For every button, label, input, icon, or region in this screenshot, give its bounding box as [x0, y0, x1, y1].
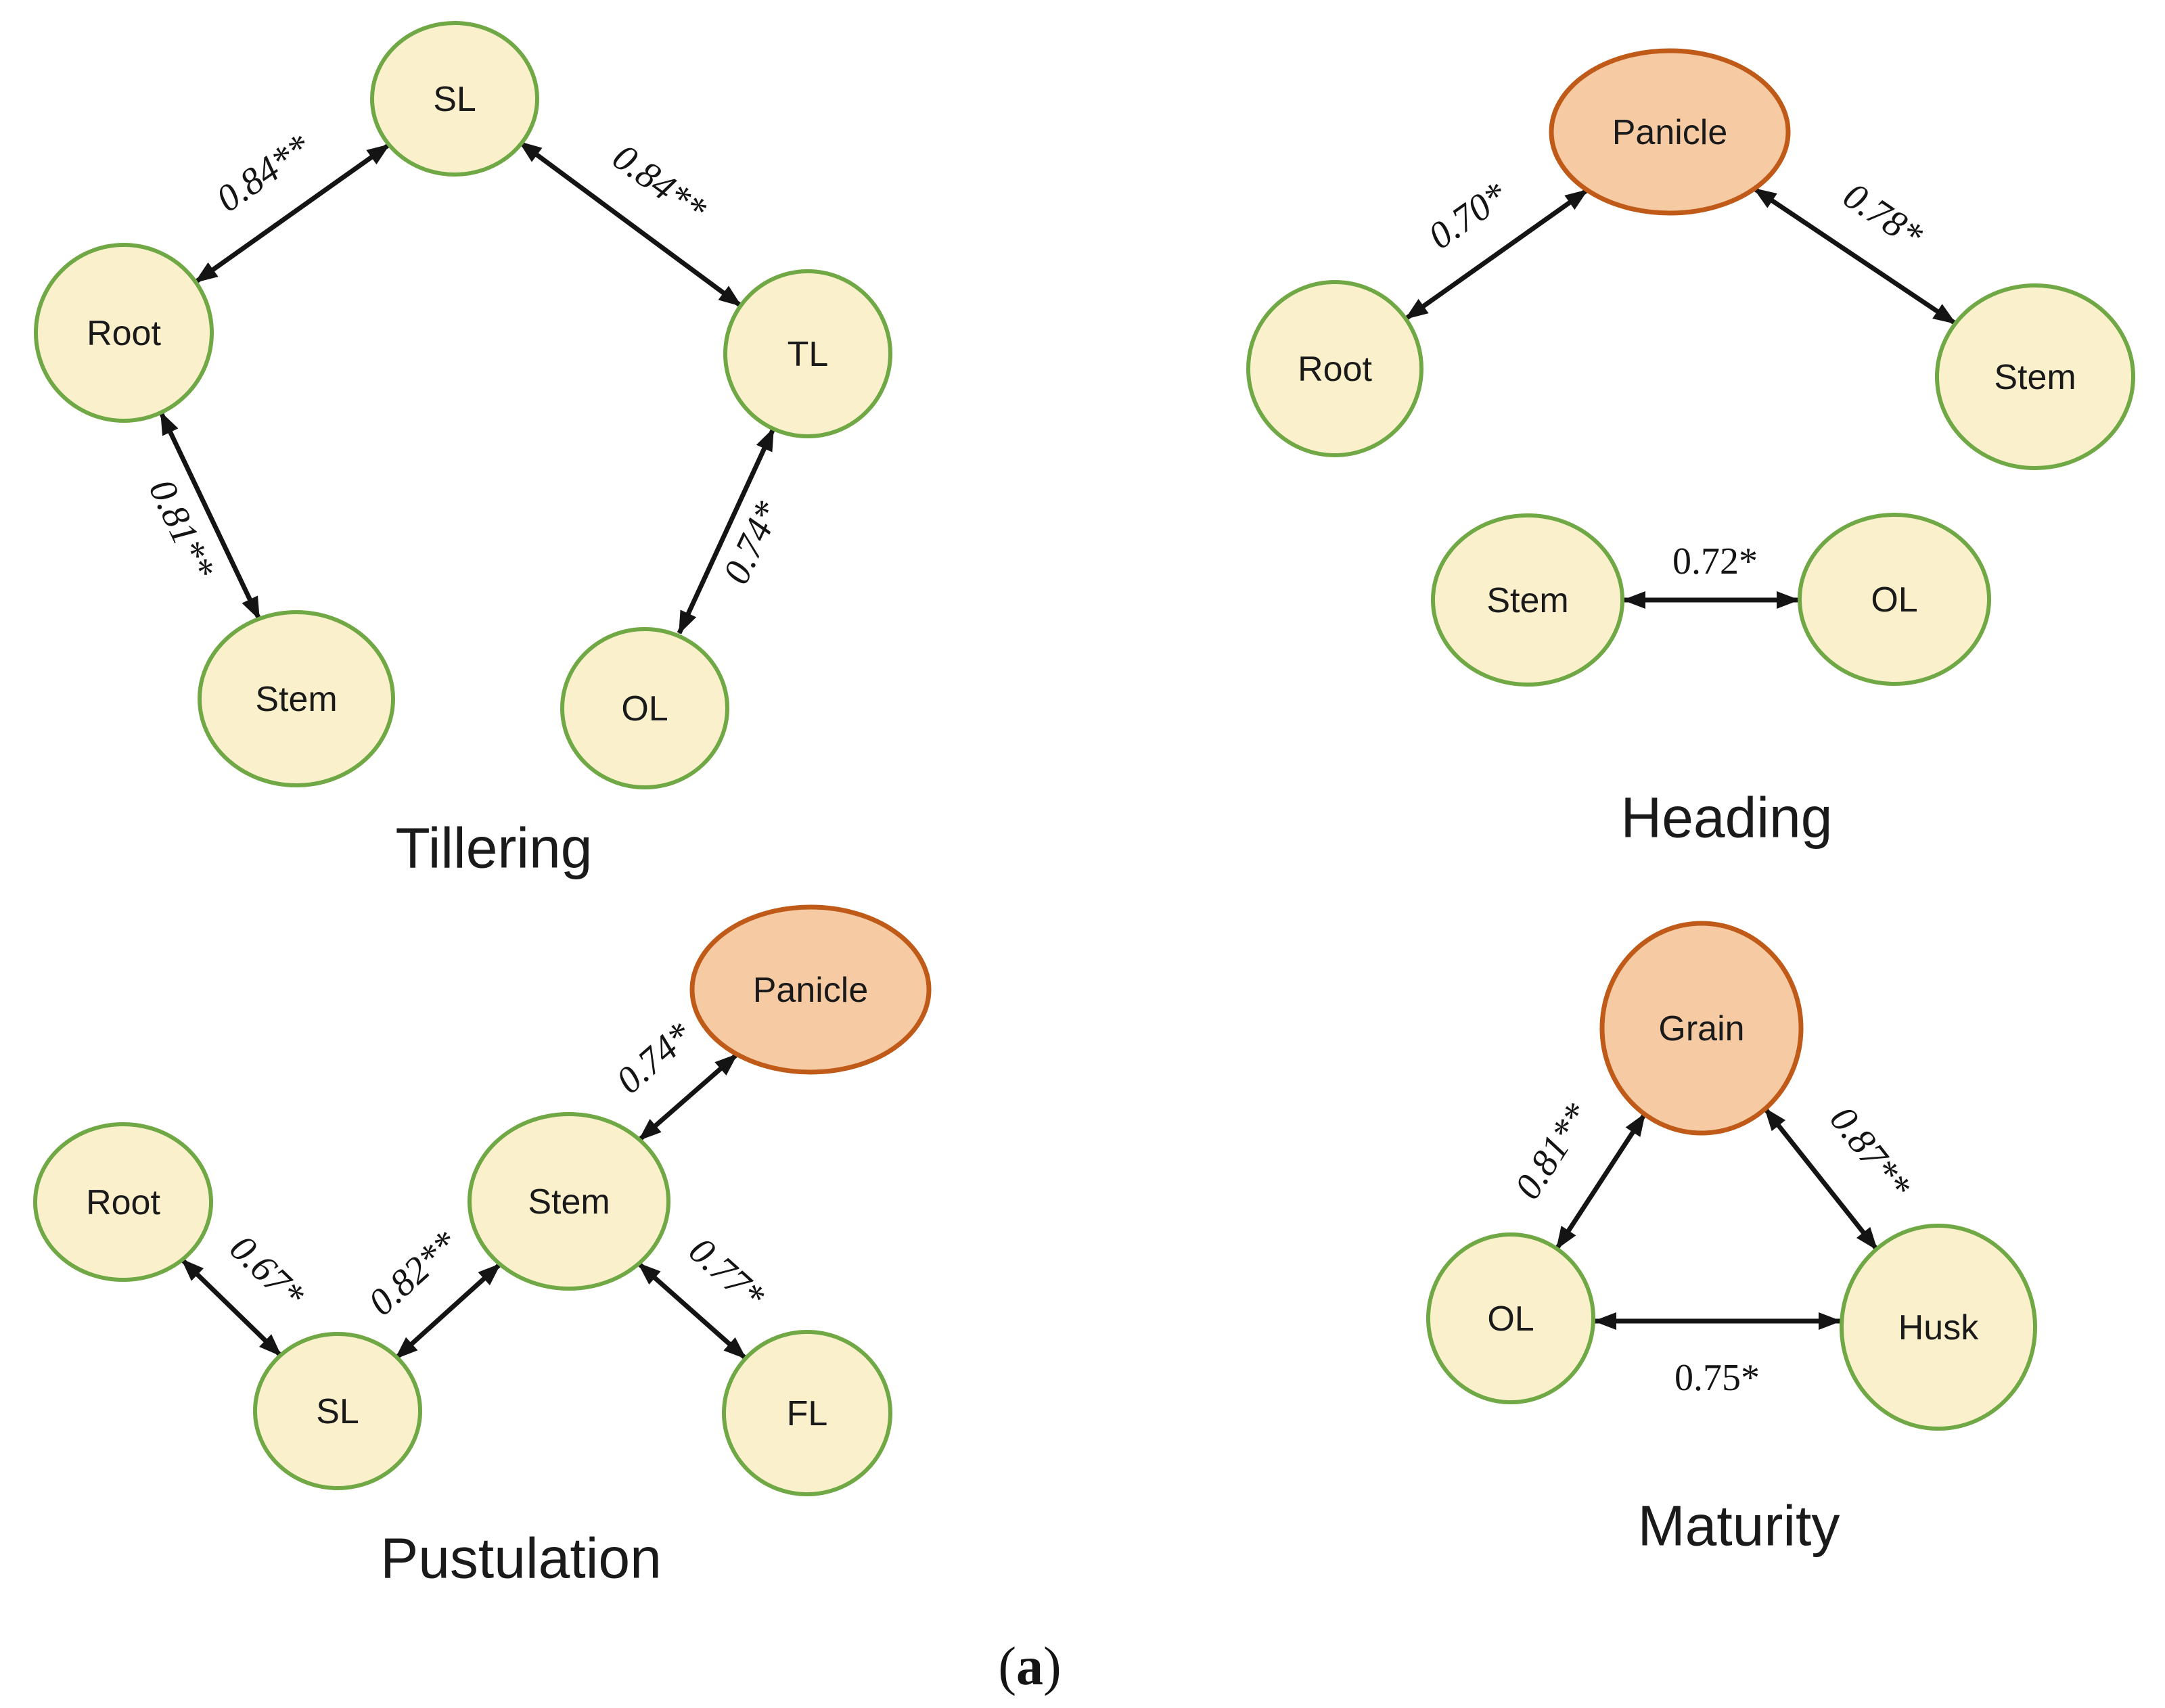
node-heading-stem-bottom	[1431, 513, 1624, 687]
node-tillering-sl-label: SL	[433, 80, 476, 119]
node-pustulation-sl	[253, 1332, 422, 1490]
node-heading-panicle-label: Panicle	[1612, 113, 1728, 152]
panel-maturity: 0.81** 0.87** 0.75* Grain OL Husk Maturi…	[1426, 921, 2037, 1557]
node-heading-ol-label: OL	[1871, 580, 1917, 620]
node-tillering-stem-label: Stem	[255, 680, 337, 719]
node-tillering-stem	[198, 610, 395, 787]
edge-root-panicle-label: 0.70*	[1421, 175, 1515, 258]
edge-ol-grain-line	[1555, 1113, 1647, 1250]
node-pustulation-sl-label: SL	[316, 1392, 359, 1431]
node-pustulation-stem	[468, 1112, 670, 1291]
panel-title-tillering: Tillering	[396, 816, 593, 879]
edge-stem-panicle-label: 0.74*	[608, 1015, 700, 1102]
figure-caption: (a)	[998, 1637, 1061, 1697]
edge-sl-stem-line	[394, 1262, 502, 1360]
node-pustulation-panicle	[689, 904, 932, 1075]
node-tillering-root	[34, 243, 214, 423]
node-pustulation-panicle-label: Panicle	[753, 971, 869, 1010]
edge-root-sl-line	[180, 1257, 283, 1358]
panel-tillering: 0.84** 0.84** 0.81** 0.74* SL Root TL St…	[34, 21, 892, 879]
edge-tl-ol-label: 0.74*	[715, 495, 789, 590]
edge-sl-tl-line	[518, 140, 743, 308]
node-tillering-tl-label: TL	[788, 335, 829, 374]
node-maturity-husk	[1840, 1224, 2037, 1431]
panel-title-heading: Heading	[1621, 785, 1833, 849]
panel-title-maturity: Maturity	[1638, 1494, 1840, 1557]
edge-root-sl-line	[193, 143, 391, 284]
node-tillering-sl	[370, 21, 539, 177]
edge-panicle-stem-line	[1753, 187, 1957, 325]
edge-stem-ol-label: 0.72*	[1672, 540, 1758, 582]
edge-panicle-stem-label: 0.78*	[1836, 175, 1930, 257]
edge-tl-ol-line	[677, 428, 776, 634]
node-maturity-grain	[1599, 921, 1804, 1136]
node-heading-root-label: Root	[1298, 350, 1372, 389]
node-maturity-grain-label: Grain	[1658, 1009, 1744, 1048]
edge-grain-husk-label: 0.87**	[1821, 1099, 1919, 1207]
caption-letter: a	[1016, 1637, 1043, 1697]
edge-grain-husk-line	[1763, 1107, 1879, 1251]
node-tillering-root-label: Root	[87, 314, 161, 353]
node-tillering-tl	[723, 269, 892, 438]
caption-close-paren: )	[1043, 1637, 1062, 1697]
node-heading-stem-right	[1935, 283, 2135, 470]
panel-pustulation: 0.67* 0.82** 0.74* 0.77* Panicle Root SL…	[33, 904, 932, 1590]
edge-root-panicle-line	[1404, 188, 1589, 321]
node-heading-stem-right-label: Stem	[1994, 358, 2076, 397]
node-maturity-ol-label: OL	[1487, 1299, 1534, 1339]
edge-root-stem-label: 0.81**	[141, 474, 223, 586]
edge-stem-fl-label: 0.77*	[681, 1229, 772, 1317]
node-tillering-ol-label: OL	[621, 689, 668, 729]
caption-open-paren: (	[998, 1637, 1016, 1697]
node-maturity-husk-label: Husk	[1898, 1308, 1979, 1347]
edge-root-sl-label: 0.67*	[222, 1227, 313, 1316]
node-pustulation-fl	[722, 1330, 892, 1496]
node-pustulation-root	[33, 1122, 213, 1282]
node-tillering-ol	[560, 627, 729, 789]
node-heading-panicle	[1549, 48, 1791, 216]
edge-ol-grain-label: 0.81**	[1507, 1097, 1599, 1207]
node-pustulation-stem-label: Stem	[528, 1182, 610, 1222]
node-heading-root	[1246, 280, 1423, 457]
edge-stem-panicle-line	[637, 1053, 739, 1142]
edge-stem-fl-line	[637, 1262, 748, 1360]
panel-title-pustulation: Pustulation	[380, 1526, 662, 1590]
node-pustulation-fl-label: FL	[787, 1394, 828, 1433]
edge-ol-husk-label: 0.75*	[1674, 1357, 1760, 1399]
node-maturity-ol	[1426, 1232, 1595, 1404]
node-heading-ol	[1798, 513, 1991, 686]
edge-root-stem-line	[158, 411, 262, 620]
node-heading-stem-bottom-label: Stem	[1486, 581, 1568, 620]
node-pustulation-root-label: Root	[86, 1183, 160, 1222]
panel-heading: 0.70* 0.78* 0.72* Panicle Root Stem Stem…	[1246, 48, 2135, 849]
